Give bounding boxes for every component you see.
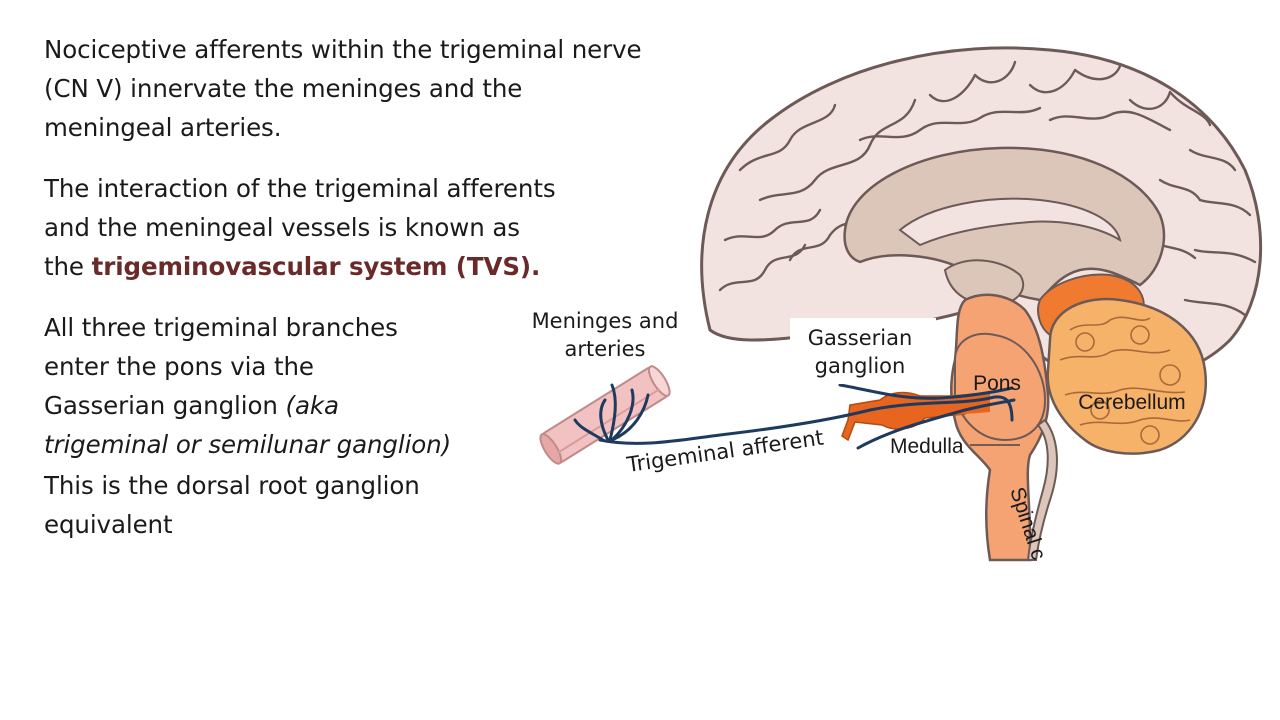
text-line: All three trigeminal branches [44, 313, 398, 342]
text-line: This is the dorsal root ganglion [44, 471, 420, 500]
label-medulla: Medulla [890, 435, 964, 458]
brainstem [950, 293, 1058, 562]
trigeminal-afferent-fibers [573, 383, 1016, 450]
paragraph-gasserian-ganglion: All three trigeminal branches enter the … [44, 308, 484, 464]
text-line: the trigeminovascular system (TVS). [44, 247, 604, 286]
label-pons: Pons [973, 372, 1021, 395]
text-line: (CN V) innervate the meninges and the [44, 74, 523, 103]
paragraph-cn-v-innervation: Nociceptive afferents within the trigemi… [44, 30, 704, 147]
artery-end-left [539, 433, 563, 465]
gasserian-label-bg [790, 318, 936, 384]
label-cerebellum: Cerebellum [1078, 391, 1185, 414]
cerebellum [1037, 273, 1208, 455]
text-line: and the meningeal vessels is known as [44, 213, 520, 242]
text-line: Gasserian ganglion (aka [44, 386, 484, 425]
meningeal-artery [539, 365, 671, 465]
aka-italic: (aka [285, 391, 339, 420]
text-line: The interaction of the trigeminal affere… [44, 174, 556, 203]
thalamus [943, 259, 1025, 307]
label-ganglion: ganglion [815, 354, 906, 378]
cerebellum-body [1046, 297, 1208, 455]
cerebellum-folia [1059, 316, 1191, 445]
lateral-ventricle [898, 197, 1122, 247]
text-line-italic: trigeminal or semilunar ganglion) [44, 430, 452, 459]
afferent-branch [608, 383, 617, 442]
afferent-branch [610, 393, 650, 442]
gyri-folds [718, 60, 1257, 317]
text-line: enter the pons via the [44, 352, 314, 381]
text-line: Nociceptive afferents within the trigemi… [44, 35, 642, 64]
afferent-branch [573, 418, 605, 442]
paragraph-drg-equivalent: This is the dorsal root ganglion equival… [44, 466, 484, 544]
artery-stripe [557, 388, 661, 454]
afferent-main-fiber [598, 395, 1014, 445]
text-line: equivalent [44, 510, 173, 539]
ganglion-fiber [856, 398, 1016, 450]
afferent-branch [610, 388, 635, 442]
pons-bulge [954, 332, 1047, 442]
text-fragment: Gasserian ganglion [44, 391, 286, 420]
afferent-branch [599, 398, 610, 442]
label-arteries: arteries [565, 337, 646, 361]
artery-end-right [647, 365, 671, 397]
text-line: meningeal arteries. [44, 113, 282, 142]
spinal-cord-back [1026, 418, 1058, 561]
ganglion-fiber [838, 383, 1014, 400]
label-gasserian: Gasserian [808, 326, 913, 350]
paragraph-tvs-definition: The interaction of the trigeminal affere… [44, 169, 604, 286]
text-fragment: the [44, 252, 92, 281]
label-meninges: Meninges and [532, 309, 679, 333]
tvs-highlight: trigeminovascular system (TVS). [91, 252, 541, 281]
